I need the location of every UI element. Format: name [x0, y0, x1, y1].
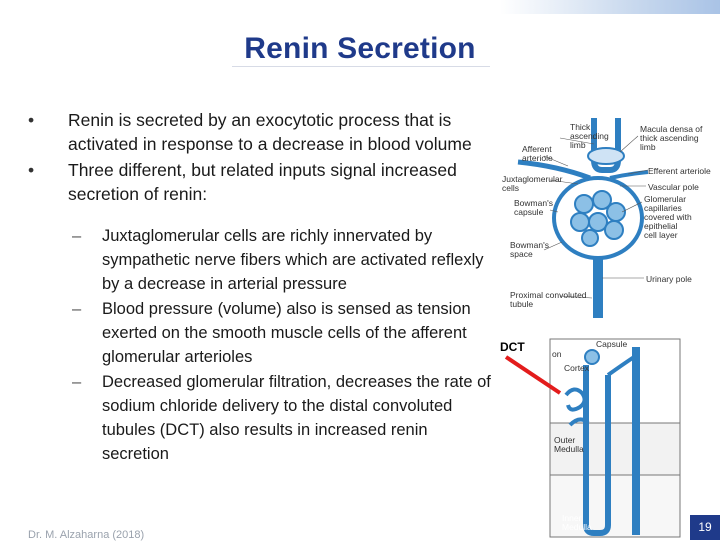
glomerulus-shape — [584, 349, 600, 365]
bullet-item: • Renin is secreted by an exocytotic pro… — [28, 108, 498, 156]
top-bar-gradient — [500, 0, 720, 14]
sub-bullet-item: – Juxtaglomerular cells are richly inner… — [72, 224, 498, 296]
bullet-text: Three different, but related inputs sign… — [68, 160, 457, 204]
bullet-marker: • — [28, 110, 35, 130]
afferent-arteriole-shape — [517, 159, 591, 181]
slide-title: Renin Secretion — [244, 32, 476, 65]
footer-credit: Dr. M. Alzaharna (2018) — [28, 529, 145, 541]
dct-label: DCT — [500, 340, 525, 354]
bullet-item: • Three different, but related inputs si… — [28, 158, 498, 206]
capsule-label: Capsule — [596, 339, 627, 349]
sub-bullet-item: – Blood pressure (volume) also is sensed… — [72, 297, 498, 369]
sub-bullet-item: – Decreased glomerular filtration, decre… — [72, 370, 498, 466]
partial-label: on — [552, 349, 562, 359]
vascular-pole-label: Vascular pole — [648, 182, 699, 192]
outer-medulla-zone — [549, 422, 681, 476]
sub-bullet-text: Juxtaglomerular cells are richly innerva… — [102, 227, 484, 293]
loop-of-henle-shape — [583, 365, 611, 536]
bullet-text: Renin is secreted by an exocytotic proce… — [68, 110, 472, 154]
dct-arrow — [504, 355, 562, 395]
sub-bullet-list: – Juxtaglomerular cells are richly inner… — [28, 224, 498, 466]
urinary-pole-label: Urinary pole — [646, 274, 692, 284]
sub-bullet-text: Decreased glomerular filtration, decreas… — [102, 373, 491, 463]
sub-bullet-text: Blood pressure (volume) also is sensed a… — [102, 300, 471, 366]
page-number-badge: 19 — [690, 515, 720, 540]
cortex-label: Cortex — [564, 363, 590, 373]
inner-medulla-zone — [549, 474, 681, 538]
distal-tubule-shape — [606, 355, 636, 377]
top-bar — [0, 0, 720, 20]
bullet-list: • Renin is secreted by an exocytotic pro… — [28, 108, 498, 467]
leader-lines — [543, 135, 649, 299]
macula-densa-shape — [587, 147, 625, 165]
sub-bullet-marker: – — [72, 373, 82, 391]
bullet-marker: • — [28, 160, 35, 180]
thick-ascending-limb-shape — [591, 118, 621, 173]
glomerular-capillaries-shape — [570, 190, 626, 247]
sub-bullet-marker: – — [72, 227, 82, 245]
title-underline — [232, 66, 490, 67]
sub-bullet-marker: – — [72, 300, 82, 318]
efferent-arteriole-shape — [609, 170, 649, 180]
efferent-arteriole-label: Efferent arteriole — [648, 166, 711, 176]
convoluted-tubules-shape — [564, 387, 590, 427]
